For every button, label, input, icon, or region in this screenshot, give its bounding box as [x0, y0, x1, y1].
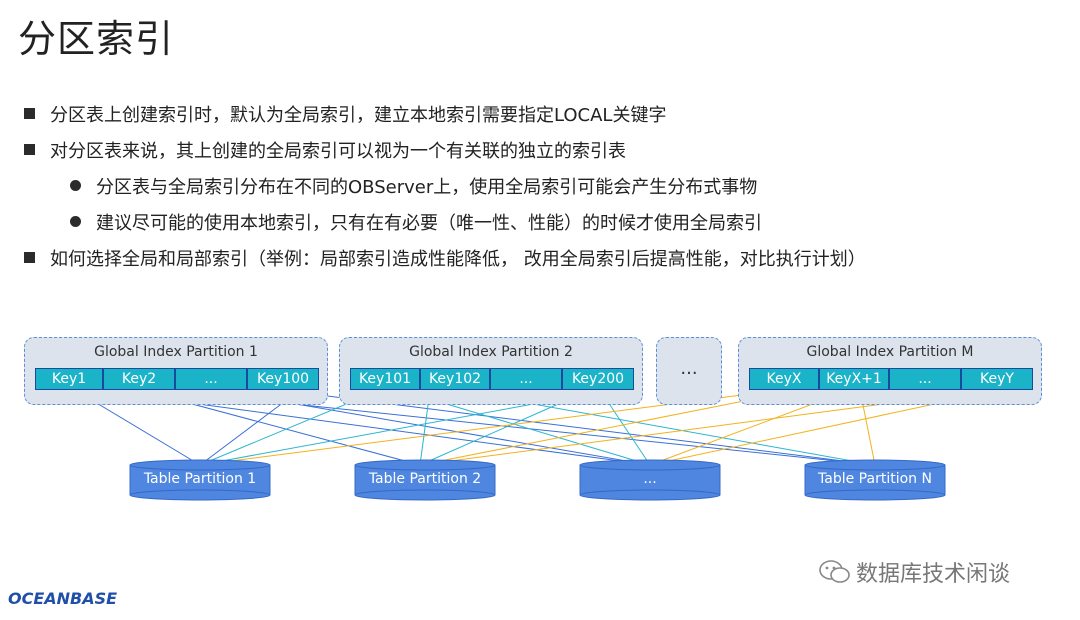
bullet-1-text: 分区表上创建索引时，默认为全局索引，建立本地索引需要指定LOCAL关键字	[50, 105, 667, 126]
key-row: Key1 Key2 ... Key100	[35, 368, 319, 390]
index-key: KeyX+1	[819, 368, 889, 390]
bullet-2b-text: 建议尽可能的使用本地索引，只有在有必要（唯一性、性能）的时候才使用全局索引	[96, 213, 762, 234]
index-key: ...	[889, 368, 961, 390]
index-key: Key102	[420, 368, 490, 390]
index-key: Key200	[562, 368, 634, 390]
page-title: 分区索引	[18, 17, 175, 61]
index-key: Key2	[103, 368, 175, 390]
table-partition-cylinder-3	[579, 459, 721, 501]
key-row: KeyX KeyX+1 ... KeyY	[749, 368, 1033, 390]
bullet-2-text: 对分区表来说，其上创建的全局索引可以视为一个有关联的独立的索引表	[50, 141, 626, 162]
global-index-partition-title: Global Index Partition 2	[409, 344, 573, 360]
global-index-partition-m: Global Index Partition M KeyX KeyX+1 ...…	[738, 337, 1042, 405]
global-index-partition-ellipsis: ...	[656, 337, 722, 405]
bullet-list: 分区表上创建索引时，默认为全局索引，建立本地索引需要指定LOCAL关键字 对分区…	[0, 0, 1080, 280]
index-key: KeyX	[749, 368, 819, 390]
global-index-partition-title: Global Index Partition 1	[94, 344, 258, 360]
index-key: ...	[490, 368, 562, 390]
bullet-dot-2a	[70, 180, 81, 191]
bullet-square-1	[24, 108, 35, 119]
table-partition-cylinder-4	[804, 459, 946, 501]
index-key: ...	[175, 368, 247, 390]
bullet-3-text: 如何选择全局和局部索引（举例：局部索引造成性能降低， 改用全局索引后提高性能，对…	[50, 249, 866, 270]
index-key: Key101	[350, 368, 420, 390]
key-row: Key101 Key102 ... Key200	[350, 368, 634, 390]
table-partition-label-3: ...	[643, 471, 657, 487]
index-key: KeyY	[961, 368, 1033, 390]
bullet-square-2	[24, 144, 35, 155]
index-key: Key1	[35, 368, 103, 390]
table-partition-label-4: Table Partition N	[818, 471, 932, 487]
bullet-dot-2b	[70, 216, 81, 227]
global-index-partition-1: Global Index Partition 1 Key1 Key2 ... K…	[24, 337, 328, 405]
table-partition-label-1: Table Partition 1	[143, 471, 257, 487]
bullet-square-3	[24, 252, 35, 263]
table-partition-cylinder-1	[129, 459, 271, 501]
table-partition-cylinder-2	[354, 459, 496, 501]
watermark-text: 数据库技术闲谈	[856, 562, 1011, 587]
bullet-2a-text: 分区表与全局索引分布在不同的OBServer上，使用全局索引可能会产生分布式事物	[96, 177, 758, 198]
table-partition-label-2: Table Partition 2	[368, 471, 482, 487]
connector-line	[419, 389, 801, 466]
oceanbase-logo: OCEANBASE	[8, 589, 118, 608]
index-key: Key100	[247, 368, 319, 390]
global-index-partition-2: Global Index Partition 2 Key101 Key102 .…	[339, 337, 643, 405]
global-index-partition-title: Global Index Partition M	[806, 344, 974, 360]
wechat-icon	[819, 560, 850, 583]
